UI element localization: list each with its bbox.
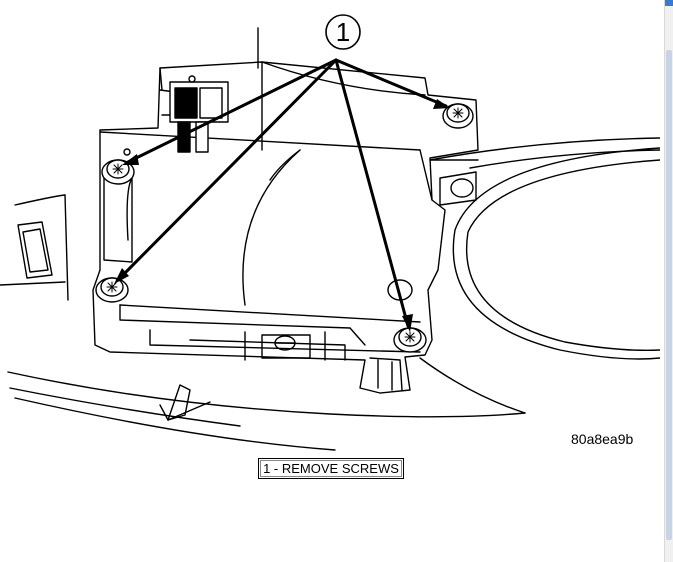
scrollbar-top-accent [665, 0, 673, 6]
screw-top-left [101, 159, 135, 185]
bottom-mount-tab [261, 334, 311, 359]
callout-1: 1 [325, 14, 361, 50]
vertical-scrollbar[interactable] [664, 0, 673, 562]
callout-number: 1 [336, 17, 350, 47]
gauge-opening [452, 147, 660, 360]
electrical-connector [169, 75, 229, 153]
legend-text: 1 - REMOVE SCREWS [263, 461, 399, 476]
figure-code: 80a8ea9b [571, 431, 634, 447]
retaining-clip [159, 384, 211, 421]
screw-top-right [442, 103, 474, 129]
dash-panel-lines [0, 137, 660, 451]
left-vent [17, 221, 53, 279]
screw-bottom-left [95, 277, 129, 303]
callout-arrows [118, 58, 448, 328]
arrow-heads [114, 99, 450, 332]
left-standoff [103, 148, 133, 263]
screw-bottom-right [393, 327, 427, 353]
scrollbar-thumb[interactable] [666, 50, 672, 540]
legend-box: 1 - REMOVE SCREWS [258, 458, 404, 479]
